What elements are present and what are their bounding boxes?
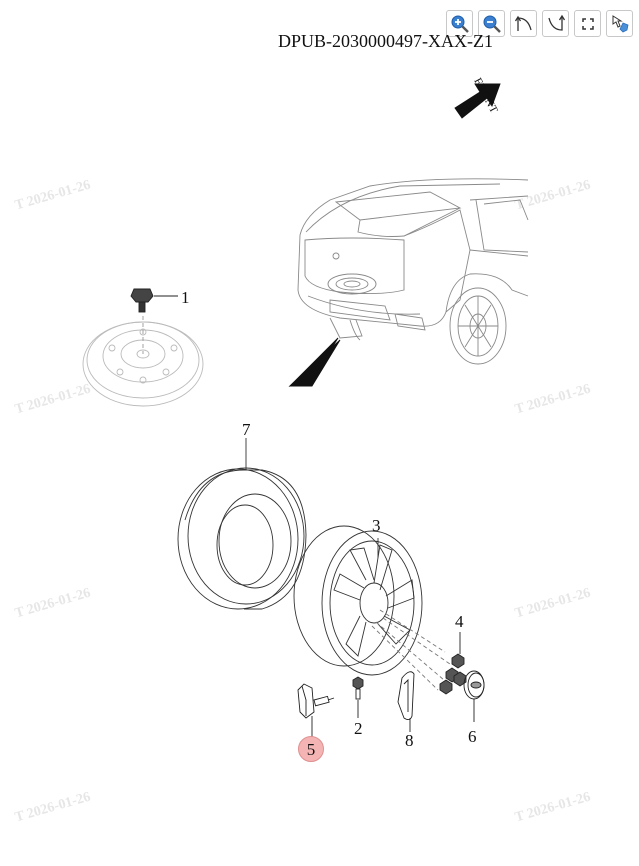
part-5-tpms-sensor	[297, 683, 335, 738]
callout-7[interactable]: 7	[242, 420, 251, 439]
callout-2[interactable]: 2	[354, 719, 363, 738]
rotate-left-button[interactable]	[510, 10, 537, 37]
callout-6[interactable]: 6	[468, 727, 477, 746]
spare-wheel	[82, 316, 204, 407]
diagram-title: DPUB-2030000497-XAX-Z1	[278, 31, 493, 51]
part-6-center-cap	[463, 670, 485, 722]
front-arrow-icon	[454, 83, 501, 119]
fit-screen-icon	[581, 17, 594, 30]
callout-3[interactable]: 3	[372, 516, 381, 535]
part-1-nut	[130, 288, 178, 313]
fit-screen-button[interactable]	[574, 10, 601, 37]
callout-1[interactable]: 1	[181, 288, 190, 307]
callout-5-highlighted[interactable]: 5	[298, 736, 324, 762]
zoom-in-button[interactable]	[446, 10, 473, 37]
callout-4[interactable]: 4	[455, 612, 464, 631]
part-8-wheel-weight	[397, 671, 415, 732]
viewer-toolbar	[446, 10, 633, 37]
part-4-lug-nuts	[439, 632, 467, 695]
part-2-valve-bolt	[352, 676, 364, 718]
reset-view-button[interactable]	[606, 10, 633, 37]
rotate-right-icon	[547, 14, 565, 31]
reset-view-icon	[612, 14, 628, 32]
zoom-out-button[interactable]	[478, 10, 505, 37]
rotate-right-button[interactable]	[542, 10, 569, 37]
vehicle-rear-view	[297, 178, 529, 365]
callout-8[interactable]: 8	[405, 731, 414, 750]
zoom-out-icon	[483, 15, 501, 33]
rotate-left-icon	[514, 15, 532, 31]
part-3-alloy-wheel	[293, 525, 451, 691]
zoom-in-icon	[451, 15, 469, 33]
part-7-tire	[177, 438, 307, 610]
